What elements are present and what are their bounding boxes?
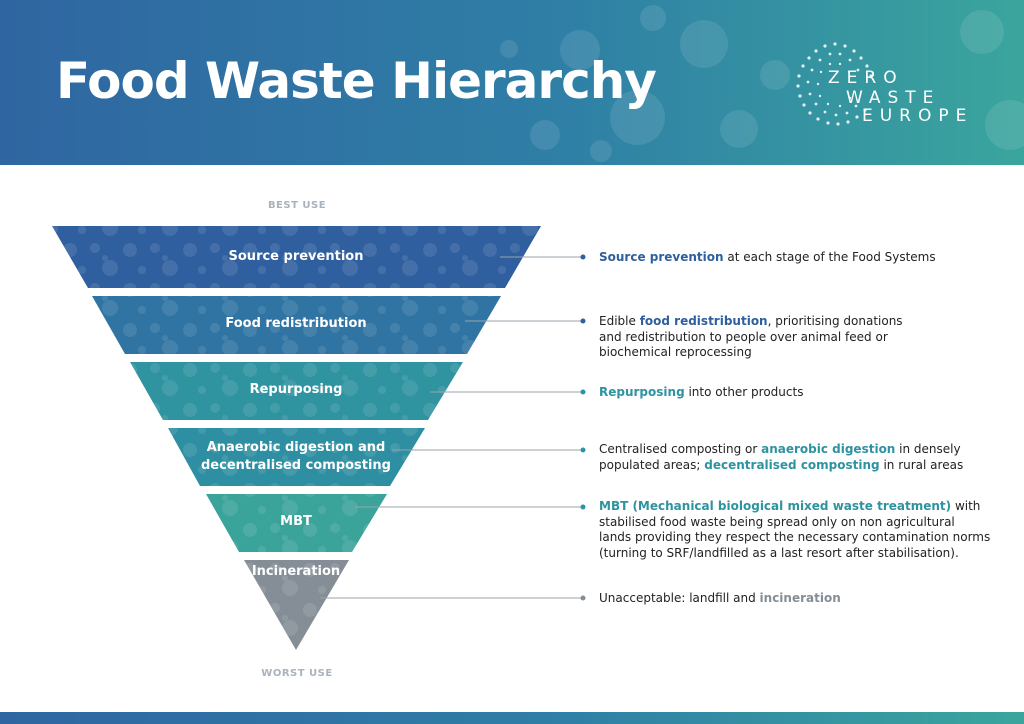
decor-bubble [985, 100, 1024, 150]
highlighted-term: decentralised composting [704, 457, 880, 472]
bubble-texture [52, 226, 541, 288]
bubble-texture [206, 494, 387, 552]
level-description-mbt: MBT (Mechanical biological mixed waste t… [599, 499, 999, 561]
connector-dot [580, 447, 586, 453]
logo-word-europe: EUROPE [862, 106, 974, 126]
description-text: in rural areas [879, 457, 964, 472]
highlighted-term: MBT (Mechanical biological mixed waste t… [599, 499, 952, 513]
highlighted-term: anaerobic digestion [761, 442, 896, 456]
decor-bubble [500, 40, 518, 58]
connector-dot [580, 254, 586, 260]
decor-bubble [530, 120, 560, 150]
description-text: Unacceptable: landfill and [599, 591, 760, 605]
level-label-source-prevention: Source prevention [228, 249, 364, 264]
level-description-food-redistribution: Edible food redistribution, prioritising… [599, 314, 999, 361]
worst-use-label: WORST USE [261, 668, 333, 679]
highlighted-term: food redistribution [639, 314, 768, 328]
description-text: at each stage of the Food Systems [723, 250, 936, 264]
level-description-anaerobic-digestion: Centralised composting or anaerobic dige… [599, 442, 999, 473]
decor-bubble [610, 90, 665, 145]
description-text: and redistribution to people over animal… [599, 329, 888, 344]
connector-dot [580, 389, 586, 395]
dotted-globe-icon [796, 42, 873, 126]
logo-word-waste: WASTE [846, 88, 941, 108]
description-text: into other products [684, 385, 804, 399]
description-text: Centralised composting or [599, 442, 762, 456]
decor-bubble [590, 140, 612, 162]
description-text: lands providing they respect the necessa… [599, 530, 991, 544]
decor-bubble [760, 60, 790, 90]
level-description-source-prevention: Source prevention at each stage of the F… [599, 250, 999, 266]
best-use-label: BEST USE [267, 200, 327, 211]
highlighted-term: Repurposing [599, 385, 685, 399]
level-label-incineration: Incineration [251, 564, 341, 579]
decor-bubble [680, 20, 728, 68]
description-text: populated areas; [599, 457, 705, 472]
decor-bubble [640, 5, 666, 31]
decor-bubble [960, 10, 1004, 54]
zero-waste-europe-logo: ZERO WASTE EUROPE [790, 38, 990, 133]
description-text: with [951, 499, 981, 513]
header-banner: Food Waste Hierarchy ZERO WAST [0, 0, 1024, 165]
level-label-mbt: MBT [280, 514, 312, 529]
connector-dot [580, 504, 586, 510]
level-description-incineration: Unacceptable: landfill and incineration [599, 591, 999, 607]
decor-bubble [560, 30, 600, 70]
connector-dot [580, 595, 586, 601]
level-label-repurposing: Repurposing [249, 382, 343, 397]
bubble-texture [130, 362, 463, 420]
level-label-food-redistribution: Food redistribution [225, 316, 367, 331]
page-title: Food Waste Hierarchy [56, 52, 657, 110]
description-text: stabilised food waste being spread only … [599, 514, 955, 529]
bubble-texture [168, 428, 425, 486]
description-text: (turning to SRF/landfilled as a last res… [599, 545, 959, 560]
bubble-texture [92, 296, 501, 354]
description-text: Edible [599, 314, 640, 328]
bubble-texture [244, 560, 349, 650]
connector-dot [580, 318, 586, 324]
decor-bubble [720, 110, 758, 148]
description-text: , prioritising donations [767, 314, 903, 328]
logo-word-zero: ZERO [828, 68, 904, 88]
level-description-repurposing: Repurposing into other products [599, 385, 999, 401]
level-label-anaerobic-digestion: Anaerobic digestion and decentralised co… [201, 440, 391, 473]
description-text: in densely [895, 442, 961, 456]
highlighted-term: incineration [759, 591, 841, 605]
description-text: biochemical reprocessing [599, 345, 752, 359]
highlighted-term: Source prevention [599, 250, 724, 264]
footer-bar [0, 712, 1024, 724]
